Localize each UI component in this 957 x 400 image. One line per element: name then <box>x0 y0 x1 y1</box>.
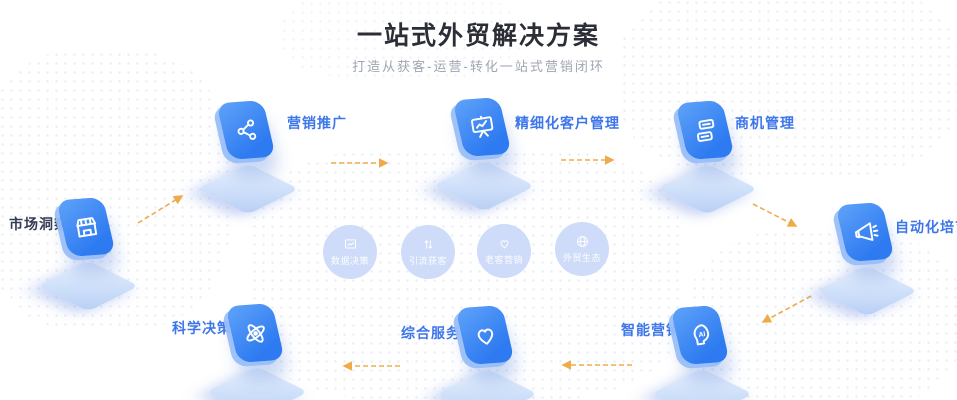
node-marketing-promotion: 营销推广 <box>173 95 346 240</box>
iso-tile <box>835 202 895 262</box>
iso-platform <box>197 163 299 215</box>
hub-traffic-acquisition: 引流获客 <box>401 225 455 279</box>
page-title: 一站式外贸解决方案 <box>356 22 600 50</box>
ai-head-icon: AI <box>693 323 709 345</box>
node-label: 自动化培育 <box>895 219 957 235</box>
presentation-chart-icon <box>470 115 493 138</box>
iso-tile: AI <box>670 305 730 365</box>
world-map-dots <box>690 230 957 400</box>
heart-badge-icon <box>500 240 508 249</box>
heart-icon <box>477 328 493 345</box>
opportunity-list-icon <box>696 118 714 142</box>
page-subtitle: 打造从获客-运营-转化一站式营销闭环 <box>352 59 605 74</box>
iso-tile <box>452 97 512 157</box>
node-label: 市场洞察 <box>9 216 69 232</box>
iso-platform <box>656 163 758 215</box>
iso-tile <box>455 305 515 365</box>
world-map-dots <box>280 0 520 80</box>
iso-platform <box>37 260 139 312</box>
node-label: 智能营销 <box>621 322 681 338</box>
world-map-dots <box>620 0 957 180</box>
iso-platform <box>651 368 753 400</box>
hub-label: 老客营销 <box>484 255 523 265</box>
svg-text:AI: AI <box>697 331 705 339</box>
iso-platform <box>816 265 918 317</box>
node-market-insight: 市场洞察 <box>9 192 163 337</box>
node-label: 综合服务 <box>401 325 461 341</box>
node-refined-customer-management: 精细化客户管理 <box>409 92 619 237</box>
node-automated-nurturing: 自动化培育 <box>792 197 957 342</box>
share-icon <box>236 118 256 140</box>
hub-repeat-customer-marketing: 老客营销 <box>477 224 531 278</box>
chart-board-icon <box>344 239 356 249</box>
hub-foreign-trade-ecosystem: 外贸生态 <box>555 222 609 276</box>
hub-data-decision: 数据决策 <box>323 225 377 279</box>
iso-platform <box>433 160 535 212</box>
atom-icon <box>245 323 265 343</box>
node-label: 营销推广 <box>287 115 347 131</box>
iso-tile <box>216 100 276 160</box>
node-label: 科学决策 <box>172 320 232 336</box>
arrows-updown-icon <box>424 240 432 249</box>
globe-icon <box>576 236 588 247</box>
node-opportunity-management: 商机管理 <box>632 95 794 240</box>
iso-tile <box>675 100 735 160</box>
hub-label: 引流获客 <box>408 256 447 266</box>
node-label: 商机管理 <box>735 115 795 131</box>
megaphone-icon <box>854 221 878 241</box>
node-scientific-decision: 科学决策 <box>172 298 332 400</box>
iso-tile <box>56 197 116 257</box>
hub-label: 外贸生态 <box>562 253 601 263</box>
iso-platform <box>436 368 538 400</box>
node-smart-marketing: 智能营销 AI <box>621 300 777 400</box>
iso-platform <box>206 366 308 400</box>
node-comprehensive-service: 综合服务 <box>401 300 562 400</box>
iso-tile <box>225 303 285 363</box>
node-label: 精细化客户管理 <box>515 115 620 131</box>
hub-label: 数据决策 <box>330 256 369 266</box>
storefront-icon <box>75 216 97 238</box>
